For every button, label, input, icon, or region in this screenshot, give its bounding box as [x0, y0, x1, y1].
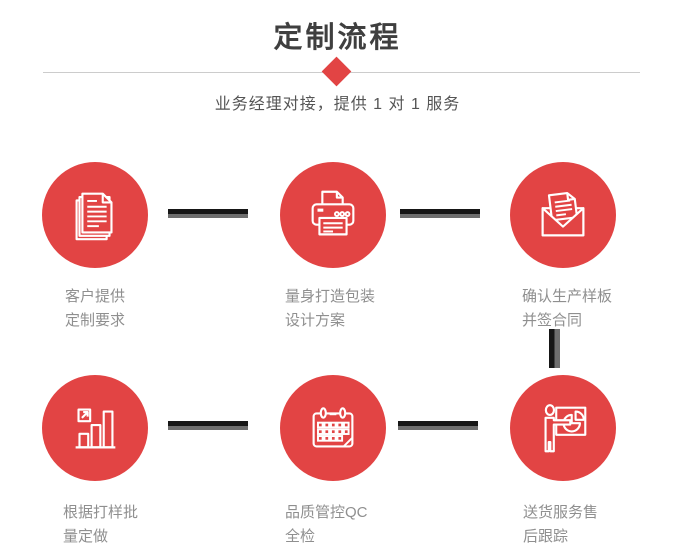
calendar-icon [312, 407, 354, 448]
step-label-line1: 确认生产样板 [522, 288, 613, 305]
step-circle-presentation [510, 375, 616, 481]
step-label-line2: 后跟踪 [523, 528, 569, 545]
connector [398, 421, 478, 430]
connector [168, 209, 248, 218]
page-title: 定制流程 [273, 22, 402, 54]
step-label-line1: 送货服务售 [523, 504, 599, 521]
diamond-icon [321, 56, 352, 87]
step-circle-calendar [280, 375, 386, 481]
documents-icon [75, 192, 113, 241]
step-label: 品质管控QC 全检 [285, 501, 368, 549]
bar-chart-icon [75, 408, 116, 449]
presentation-icon [544, 404, 587, 453]
step-label-line2: 设计方案 [285, 312, 346, 329]
step-label-line2: 量定做 [63, 528, 109, 545]
step-label: 确认生产样板 并签合同 [522, 285, 612, 333]
printer-icon [311, 190, 355, 236]
step-label: 送货服务售 后跟踪 [523, 501, 598, 549]
step-circle-printer [280, 162, 386, 268]
step-label: 量身打造包装 设计方案 [285, 285, 375, 333]
step-label-line1: 客户提供 [65, 288, 126, 305]
connector [549, 329, 560, 368]
connector [168, 421, 248, 430]
step-label: 客户提供 定制要求 [65, 285, 125, 333]
step-circle-envelope [510, 162, 616, 268]
step-label-line2: 定制要求 [65, 312, 126, 329]
step-label-line1: 量身打造包装 [285, 288, 376, 305]
envelope-icon [541, 192, 585, 237]
step-label-line1: 根据打样批 [63, 504, 139, 521]
page-subtitle: 业务经理对接，提供 1 对 1 服务 [214, 96, 461, 113]
step-label-line2: 全检 [285, 528, 316, 545]
step-label-line2: 并签合同 [522, 312, 583, 329]
step-label: 根据打样批 量定做 [63, 501, 138, 549]
step-label-line1: 品质管控QC [285, 504, 368, 521]
connector [400, 209, 480, 218]
step-circle-documents [42, 162, 148, 268]
step-circle-bar-chart [42, 375, 148, 481]
